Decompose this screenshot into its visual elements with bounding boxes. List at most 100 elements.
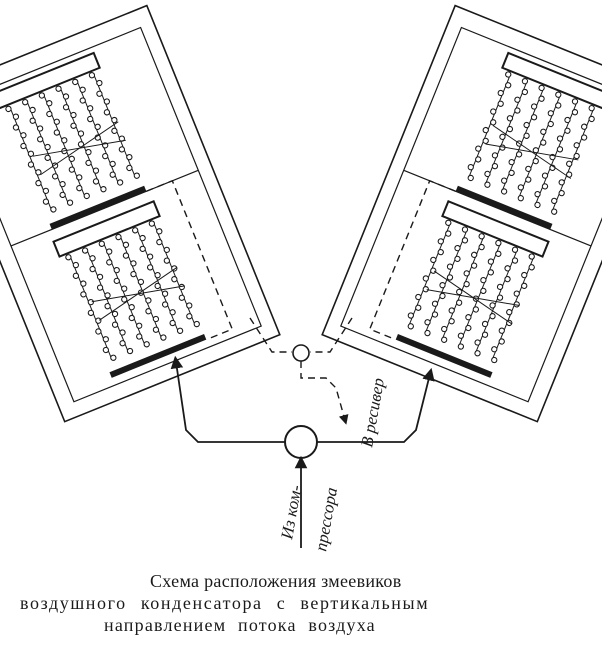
coil-bend (491, 163, 499, 170)
coil-bend (128, 304, 135, 311)
coil-bend (538, 95, 545, 102)
coil-bend (437, 248, 444, 256)
coil-bend (79, 86, 86, 93)
coil-bend (104, 292, 111, 299)
coil-bend (145, 308, 152, 315)
coil-bend (96, 273, 104, 281)
coil-bend (178, 294, 185, 301)
coil-tube (468, 75, 511, 178)
coil-bend (474, 339, 481, 346)
coil-bend (76, 174, 83, 181)
coil-bend (480, 276, 487, 284)
coil-bend (498, 327, 505, 334)
coil-bend (441, 325, 448, 333)
coil-bend (573, 152, 580, 160)
coil-bend (109, 171, 116, 178)
coil-bend (36, 136, 44, 143)
coil-bend (61, 137, 68, 144)
coil-bend (588, 115, 595, 123)
right-lower-coil-bank (395, 199, 550, 378)
coil-bend (12, 113, 20, 120)
coil-tubes (467, 71, 595, 215)
coil-bend (35, 179, 42, 187)
coil-bend (556, 135, 564, 142)
coil-bend (489, 313, 496, 320)
drain-junction (292, 344, 310, 362)
supply-line-left (170, 355, 285, 443)
coil-bend (480, 287, 487, 295)
coil-bend (487, 258, 495, 265)
coil-bend (161, 301, 169, 308)
coil-bend (85, 148, 92, 156)
coil-bend (136, 333, 143, 340)
coil-bend (77, 130, 85, 137)
coil-bend (176, 327, 184, 334)
coil-bend (505, 82, 512, 89)
coil-bend (85, 159, 92, 167)
coil-bend (27, 150, 35, 157)
coil-bend (505, 71, 512, 78)
coil-bend (102, 346, 110, 354)
coil-bend (110, 354, 117, 361)
right-lower-collector (395, 334, 493, 378)
coil-bend (457, 332, 465, 339)
coil-bend (20, 142, 27, 150)
receiver-line (300, 361, 349, 425)
to-receiver-label: В ресивер (357, 377, 388, 449)
coil-bend (467, 164, 474, 171)
right-upper-header (501, 51, 602, 110)
caption-line-3: направлением потока воздуха (104, 615, 376, 635)
coil-bend (456, 288, 463, 296)
coil-bend (42, 198, 50, 205)
coil-bend (540, 128, 547, 135)
coil-bend (457, 343, 465, 350)
coil-bend (87, 309, 95, 317)
coil-bend (100, 186, 107, 193)
coil-bend (528, 253, 535, 260)
coil-bend (186, 302, 193, 309)
coil-bend (88, 72, 96, 79)
coil-bend (76, 185, 83, 192)
coil-bend (556, 146, 564, 153)
coil-bend (145, 297, 152, 304)
coil-bend (119, 329, 126, 336)
coil-bend (70, 122, 77, 129)
coil-bend (126, 347, 134, 355)
coil-bend (463, 270, 470, 277)
coil-bend (478, 233, 485, 240)
coil-bend (163, 257, 170, 264)
coil-bend (558, 179, 565, 186)
coil-bend (87, 105, 94, 112)
coil-bend (482, 126, 489, 134)
coil-tubes (5, 72, 140, 213)
coil-bend (489, 302, 496, 309)
coil-bend (430, 256, 437, 264)
coil-bend (448, 307, 455, 314)
coil-bend (538, 84, 545, 92)
drain-to-junction-left (249, 317, 292, 353)
coil-bend (523, 121, 530, 129)
coil-bend (29, 117, 36, 124)
coil-bend (504, 265, 511, 272)
coil-bend (422, 275, 429, 282)
coil-bend (454, 255, 461, 263)
coil-bend (517, 184, 524, 191)
coil-bend (506, 115, 514, 122)
coil-bend (35, 169, 42, 176)
coil-bend (81, 247, 89, 254)
left-drain-line (146, 179, 234, 341)
coil-bend (481, 331, 489, 338)
left-upper-header (0, 51, 101, 110)
coil-bend (465, 314, 472, 321)
coil-bend (87, 298, 94, 306)
coil-bend (470, 262, 478, 269)
coil-bend (72, 272, 80, 279)
coil-bend (484, 181, 491, 188)
coil-bend (424, 319, 431, 326)
coil-bend (53, 129, 60, 136)
coil-bend (471, 251, 478, 258)
coil-bend (534, 201, 541, 209)
coil-bend (484, 170, 491, 178)
coil-tube (408, 223, 451, 326)
coil-bend (5, 105, 12, 113)
